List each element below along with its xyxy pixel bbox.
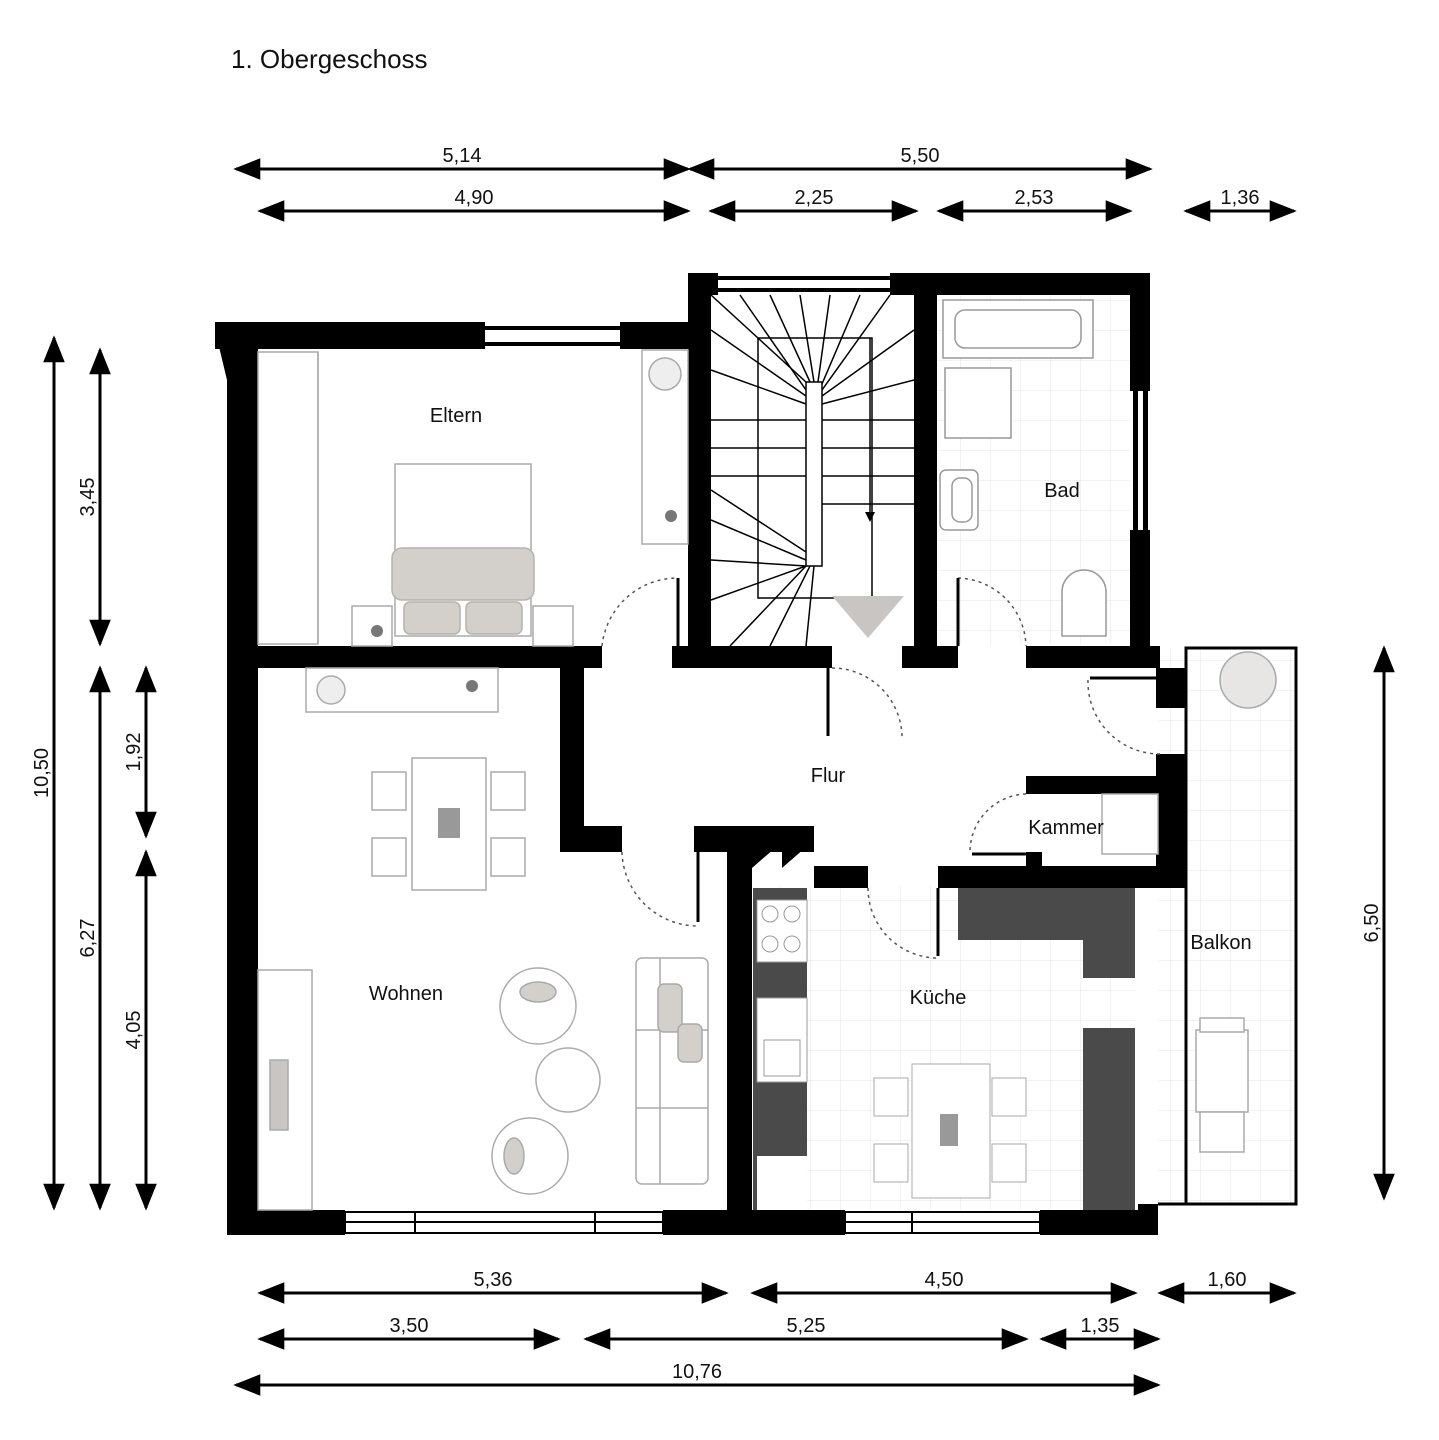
room-label-flur: Flur bbox=[811, 765, 846, 787]
dim-bottom-1b: 4,50 bbox=[925, 1269, 964, 1291]
kitchen-fixtures bbox=[753, 888, 1135, 1210]
dim-top-2c: 2,53 bbox=[1015, 187, 1054, 209]
bathroom-fixtures bbox=[939, 299, 1107, 637]
dim-left-lower: 6,27 bbox=[77, 919, 99, 958]
dim-left-total: 10,50 bbox=[31, 748, 53, 798]
staircase bbox=[710, 294, 915, 647]
room-label-balkon: Balkon bbox=[1190, 932, 1251, 954]
dim-top-1a: 5,14 bbox=[443, 145, 482, 167]
room-label-eltern: Eltern bbox=[430, 405, 482, 427]
bottom-windows bbox=[344, 1211, 1041, 1234]
room-label-kueche: Küche bbox=[910, 987, 967, 1009]
stair-arrow-head bbox=[865, 512, 875, 522]
room-label-kammer: Kammer bbox=[1028, 817, 1104, 839]
wohnen-furniture bbox=[257, 667, 709, 1211]
dim-right-balkon: 6,50 bbox=[1361, 904, 1383, 943]
kammer-balkon-furniture bbox=[1101, 651, 1277, 1153]
doors bbox=[601, 577, 1161, 959]
dim-top-1b: 5,50 bbox=[901, 145, 940, 167]
stair-direction-triangle bbox=[832, 596, 904, 638]
dim-left-small2: 4,05 bbox=[123, 1011, 145, 1050]
dim-top-2b: 2,25 bbox=[795, 187, 834, 209]
room-label-bad: Bad bbox=[1044, 480, 1080, 502]
dim-bottom-1a: 5,36 bbox=[474, 1269, 513, 1291]
dim-bottom-2c: 1,35 bbox=[1081, 1315, 1120, 1337]
dim-bottom-1c: 1,60 bbox=[1208, 1269, 1247, 1291]
dim-top-2d: 1,36 bbox=[1221, 187, 1260, 209]
walls bbox=[215, 273, 1186, 1235]
dim-left-upper: 3,45 bbox=[77, 478, 99, 517]
door-leaves bbox=[676, 578, 1158, 956]
room-label-wohnen: Wohnen bbox=[369, 983, 443, 1005]
dim-left-small1: 1,92 bbox=[123, 733, 145, 772]
dim-bottom-total: 10,76 bbox=[672, 1361, 722, 1383]
plan-title: 1. Obergeschoss bbox=[231, 44, 428, 74]
dimension-lines bbox=[43, 158, 1395, 1396]
eltern-furniture bbox=[257, 349, 689, 647]
dim-bottom-2b: 5,25 bbox=[787, 1315, 826, 1337]
dim-top-2a: 4,90 bbox=[455, 187, 494, 209]
dim-bottom-2a: 3,50 bbox=[390, 1315, 429, 1337]
